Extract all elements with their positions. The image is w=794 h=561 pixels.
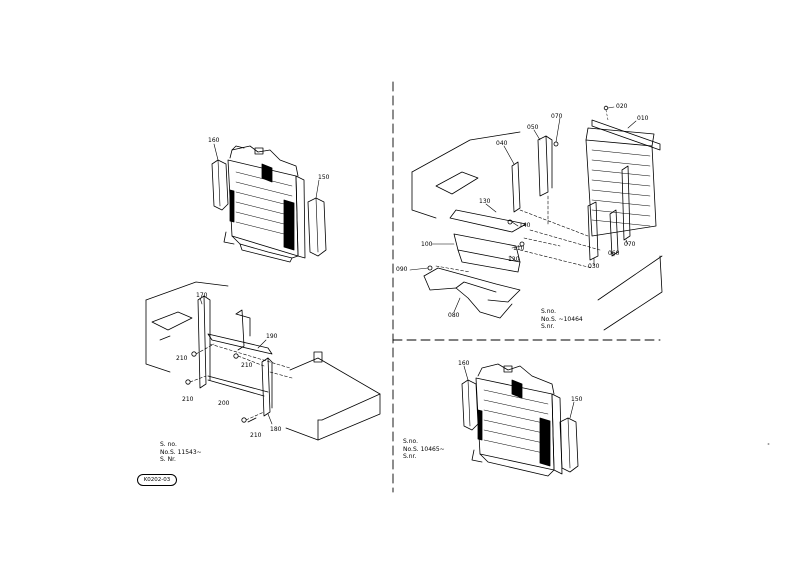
callout-080: 080	[448, 312, 460, 319]
callout-140: 140	[519, 222, 531, 229]
callout-160-b: 160	[458, 360, 470, 367]
serial-note-line: S.nr.	[541, 323, 555, 330]
callout-130: 130	[479, 198, 491, 205]
callout-210-a: 210	[176, 355, 188, 362]
serial-note-top-right: S.no. No.S. ~10464 S.nr.	[541, 308, 583, 331]
callout-090: 090	[396, 266, 408, 273]
callout-150-b: 150	[571, 396, 583, 403]
serial-note-line: No.S. 11543~	[160, 448, 202, 456]
radiator-assembly-top-left	[211, 143, 327, 263]
callout-160: 160	[208, 137, 220, 144]
serial-note-line: S.no.	[541, 308, 556, 315]
callout-200: 200	[218, 400, 230, 407]
drawing-code-stamp: K0202-03	[137, 474, 177, 486]
callout-050: 050	[527, 124, 539, 131]
serial-note-bottom-left: S. no. No.S. 11543~ S. Nr.	[160, 441, 202, 464]
radiator-mounting-top-right	[409, 105, 663, 331]
radiator-assembly-bottom-right	[461, 363, 579, 477]
section-dividers	[392, 81, 661, 493]
frame-brackets-bottom-left	[145, 281, 381, 441]
callout-210-b: 210	[241, 362, 253, 369]
callout-070-b: 070	[624, 241, 636, 248]
serial-note-line: S.nr.	[403, 453, 417, 460]
callout-190: 190	[266, 333, 278, 340]
serial-note-line: S. Nr.	[160, 456, 176, 463]
serial-note-line: S.no.	[403, 438, 418, 445]
callout-210-c: 210	[182, 396, 194, 403]
serial-note-line: No.S. 10465~	[403, 445, 445, 453]
callout-010: 010	[637, 115, 649, 122]
callout-040: 040	[496, 140, 508, 147]
serial-note-line: No.S. ~10464	[541, 315, 583, 323]
callout-170: 170	[196, 292, 208, 299]
callout-120: 120	[508, 256, 520, 263]
callout-180: 180	[270, 426, 282, 433]
callout-110: 110	[513, 245, 525, 252]
serial-note-line: S. no.	[160, 441, 177, 448]
callout-150: 150	[318, 174, 330, 181]
callout-060: 060	[608, 250, 620, 257]
callout-070-a: 070	[551, 113, 563, 120]
callout-030: 030	[588, 263, 600, 270]
callout-210-d: 210	[250, 432, 262, 439]
callout-100: 100	[421, 241, 433, 248]
serial-note-bottom-right: S.no. No.S. 10465~ S.nr.	[403, 438, 445, 461]
callout-020: 020	[616, 103, 628, 110]
